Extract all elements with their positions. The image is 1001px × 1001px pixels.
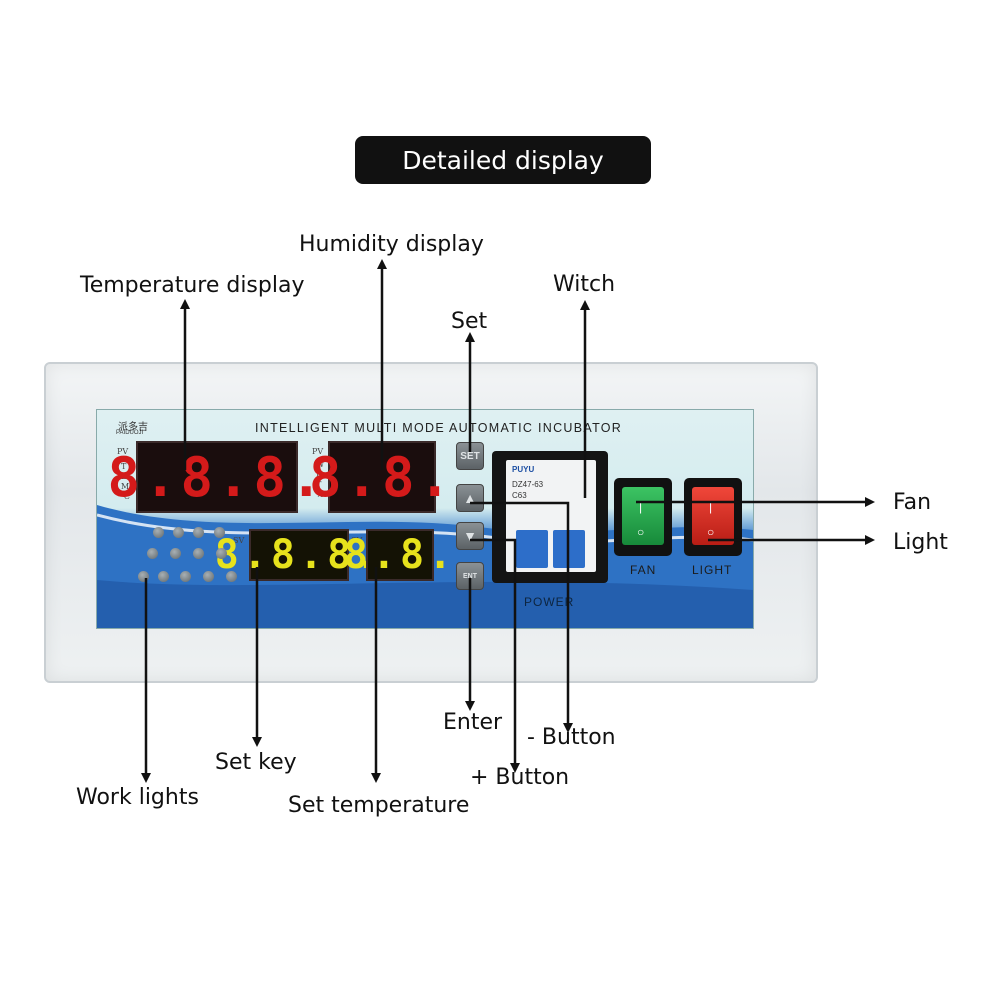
- work-light: [173, 527, 184, 538]
- set-key-button[interactable]: SET: [456, 442, 484, 470]
- work-light: [147, 548, 158, 559]
- temperature-display-digits: 8.8.8.: [107, 445, 327, 509]
- work-light: [193, 527, 204, 538]
- work-light: [226, 571, 237, 582]
- set-temperature-display: 8.8.8.: [215, 529, 379, 581]
- switch-on-icon: |: [709, 500, 713, 514]
- down-arrow-icon: ▼: [463, 528, 477, 544]
- work-light: [153, 527, 164, 538]
- enter-key-label: ENT: [463, 572, 477, 580]
- panel-title: INTELLIGENT MULTI MODE AUTOMATIC INCUBAT…: [255, 421, 623, 435]
- label-work-lights: Work lights: [76, 785, 199, 810]
- switch-off-icon: ○: [637, 525, 645, 539]
- work-light: [158, 571, 169, 582]
- humidity-display-digits: 8.8.: [308, 445, 456, 509]
- label-enter: Enter: [443, 710, 503, 735]
- set-humidity-digits: 8.8.: [343, 532, 457, 578]
- pv-label-temp: PV: [117, 447, 129, 456]
- label-set: Set: [451, 309, 488, 334]
- label-humidity-display: Humidity display: [299, 232, 484, 257]
- wet-label: W E T %: [316, 460, 325, 499]
- label-minus-button: - Button: [527, 725, 616, 750]
- light-switch[interactable]: [692, 487, 734, 545]
- pv-label-hum: PV: [312, 447, 324, 456]
- sv-label-hum: SV: [351, 536, 363, 545]
- breaker-brand: PUYU: [512, 465, 535, 474]
- minus-button[interactable]: ▼: [456, 522, 484, 550]
- label-set-temperature: Set temperature: [288, 793, 470, 818]
- power-label: POWER: [524, 595, 575, 609]
- switch-off-icon: ○: [707, 525, 715, 539]
- set-temperature-digits: 8.8.8.: [214, 532, 384, 578]
- breaker-lever-right[interactable]: [553, 530, 585, 568]
- sv-label-temp: SV: [233, 536, 245, 545]
- work-light: [214, 527, 225, 538]
- brand-sub: PAIDUOJI: [116, 430, 144, 436]
- set-humidity-display: 8.8.: [344, 529, 452, 581]
- work-light: [193, 548, 204, 559]
- work-light: [180, 571, 191, 582]
- work-light: [203, 571, 214, 582]
- fan-switch-label: FAN: [630, 563, 657, 577]
- work-light: [216, 548, 227, 559]
- temperature-display: 8.8.8.: [107, 441, 323, 513]
- breaker-lever-left[interactable]: [516, 530, 548, 568]
- brand-logo: 派多吉: [118, 422, 148, 433]
- fan-switch[interactable]: [622, 487, 664, 545]
- title-text: Detailed display: [402, 145, 604, 175]
- tem-label: T E M ℃: [121, 462, 130, 501]
- work-light: [170, 548, 181, 559]
- breaker-model: DZ47-63: [512, 480, 544, 489]
- label-set-key: Set key: [215, 750, 297, 775]
- humidity-display: 8.8.: [309, 441, 451, 513]
- label-plus-button: + Button: [470, 765, 570, 790]
- set-key-label: SET: [460, 450, 480, 462]
- switch-on-icon: |: [639, 500, 643, 514]
- plus-button[interactable]: ▲: [456, 484, 484, 512]
- label-fan: Fan: [893, 490, 932, 515]
- label-temperature-display: Temperature display: [80, 273, 305, 298]
- label-witch: Witch: [553, 272, 616, 297]
- work-light: [138, 571, 149, 582]
- title-banner: Detailed display: [355, 136, 651, 184]
- enter-button[interactable]: ENT: [456, 562, 484, 590]
- label-light: Light: [893, 530, 948, 555]
- breaker-rating: C63: [512, 491, 527, 500]
- light-switch-label: LIGHT: [692, 563, 733, 577]
- up-arrow-icon: ▲: [463, 490, 477, 506]
